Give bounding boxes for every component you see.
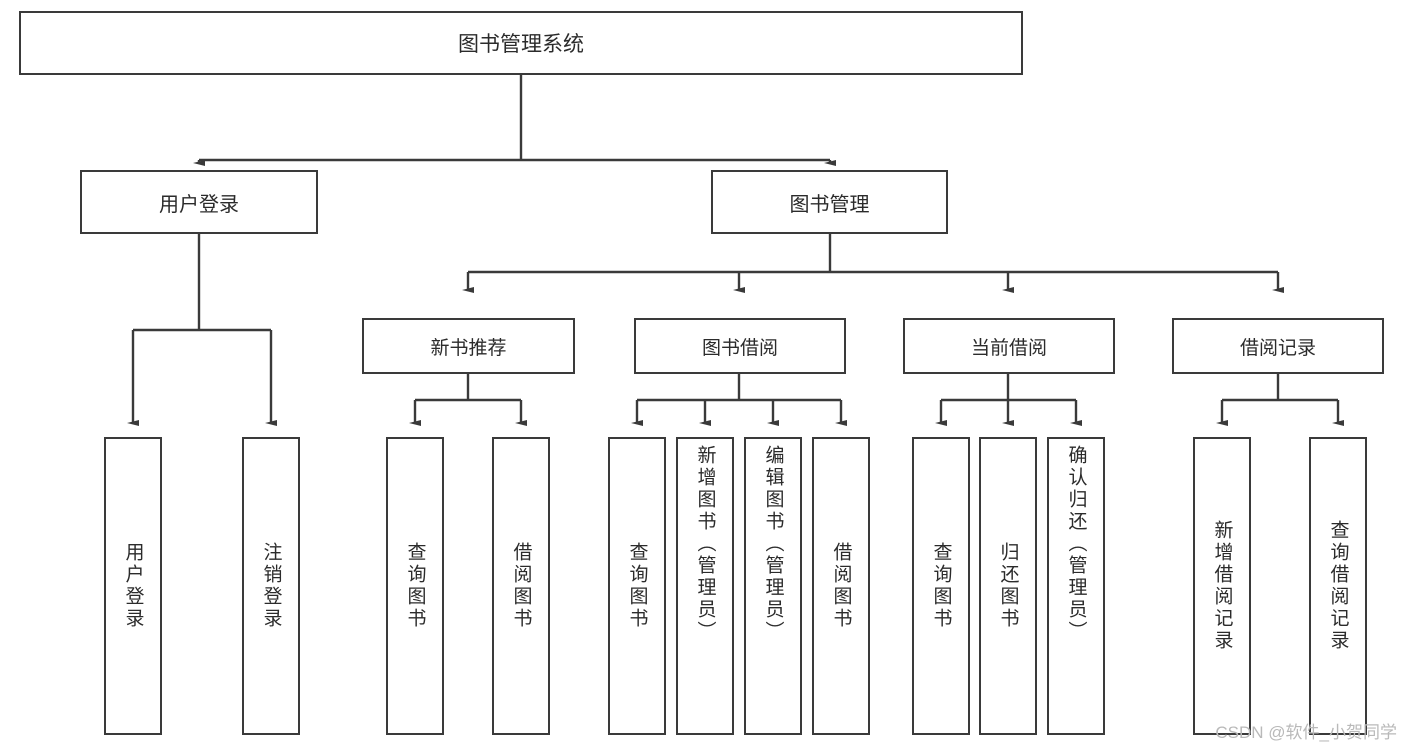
leaf-label: 用户登录 <box>122 542 144 630</box>
node-book-borrow[interactable]: 图书借阅 <box>634 318 846 374</box>
node-book-management[interactable]: 图书管理 <box>711 170 948 234</box>
leaf-confirm-return-admin[interactable]: 确认归还（管理员） <box>1047 437 1105 735</box>
node-borrow-record[interactable]: 借阅记录 <box>1172 318 1384 374</box>
leaf-label: 查询图书 <box>930 542 952 630</box>
leaf-label: 归还图书 <box>997 542 1019 630</box>
leaf-add-borrow-record[interactable]: 新增借阅记录 <box>1193 437 1251 735</box>
leaf-edit-book-admin[interactable]: 编辑图书（管理员） <box>744 437 802 735</box>
leaf-query-borrow-record[interactable]: 查询借阅记录 <box>1309 437 1367 735</box>
leaf-label: 借阅图书 <box>830 542 852 630</box>
leaf-label: 查询图书 <box>626 542 648 630</box>
leaf-label: 查询借阅记录 <box>1327 520 1349 652</box>
node-new-book-recommend[interactable]: 新书推荐 <box>362 318 575 374</box>
leaf-label: 查询图书 <box>404 542 426 630</box>
leaf-label: 借阅图书 <box>510 542 532 630</box>
leaf-user-login[interactable]: 用户登录 <box>104 437 162 735</box>
leaf-add-book-admin[interactable]: 新增图书（管理员） <box>676 437 734 735</box>
leaf-label: 注销登录 <box>260 542 282 630</box>
node-user-login[interactable]: 用户登录 <box>80 170 318 234</box>
leaf-query-book-borrow[interactable]: 查询图书 <box>608 437 666 735</box>
leaf-logout[interactable]: 注销登录 <box>242 437 300 735</box>
leaf-label: 新增借阅记录 <box>1211 520 1233 652</box>
leaf-label: 新增图书（管理员） <box>694 445 716 643</box>
leaf-query-book-current[interactable]: 查询图书 <box>912 437 970 735</box>
node-root[interactable]: 图书管理系统 <box>19 11 1023 75</box>
leaf-label: 确认归还（管理员） <box>1065 445 1087 643</box>
leaf-return-book[interactable]: 归还图书 <box>979 437 1037 735</box>
watermark: CSDN @软件_小贺同学 <box>1215 723 1397 742</box>
leaf-query-book-recommend[interactable]: 查询图书 <box>386 437 444 735</box>
leaf-borrow-book[interactable]: 借阅图书 <box>812 437 870 735</box>
node-current-borrow[interactable]: 当前借阅 <box>903 318 1115 374</box>
leaf-borrow-book-recommend[interactable]: 借阅图书 <box>492 437 550 735</box>
leaf-label: 编辑图书（管理员） <box>762 445 784 643</box>
